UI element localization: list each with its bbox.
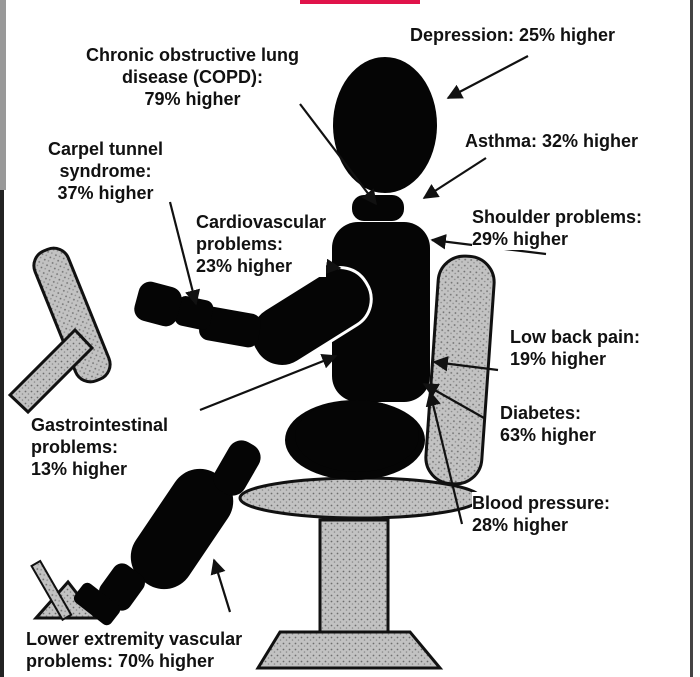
label-shoulder: Shoulder problems: 29% higher xyxy=(472,206,642,250)
thigh xyxy=(295,400,419,472)
label-carpal-tunnel: Carpel tunnel syndrome: 37% higher xyxy=(48,138,163,204)
label-cardiovascular: Cardiovascular problems: 23% higher xyxy=(196,211,326,277)
label-copd: Chronic obstructive lung disease (COPD):… xyxy=(86,44,299,110)
label-depression: Depression: 25% higher xyxy=(410,24,615,46)
label-diabetes: Diabetes: 63% higher xyxy=(500,402,596,446)
right-border xyxy=(690,0,693,677)
label-lower-extremity: Lower extremity vascular problems: 70% h… xyxy=(26,628,242,672)
head xyxy=(333,57,437,193)
label-low-back-pain: Low back pain: 19% higher xyxy=(510,326,640,370)
label-blood-pressure: Blood pressure: 28% higher xyxy=(472,492,610,536)
label-asthma: Asthma: 32% higher xyxy=(465,130,638,152)
left-shade xyxy=(0,0,6,190)
neck xyxy=(352,195,404,221)
accent-strip xyxy=(300,0,420,4)
steering-wheel xyxy=(10,243,115,412)
label-gastrointestinal: Gastrointestinal problems: 13% higher xyxy=(31,414,168,480)
